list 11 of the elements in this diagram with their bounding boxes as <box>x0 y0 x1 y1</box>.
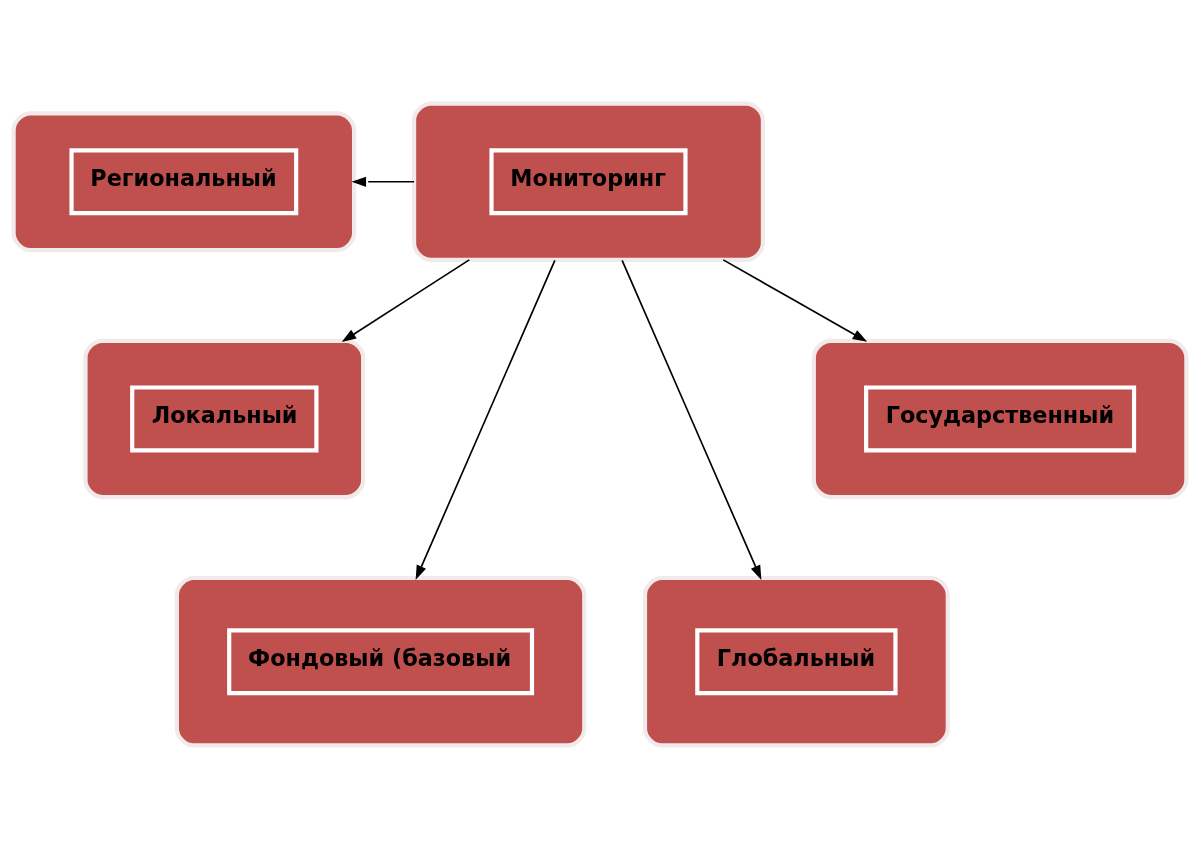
node-box: Глобальный <box>642 575 950 748</box>
arrow <box>621 259 762 580</box>
node-box: Государственный <box>811 338 1189 500</box>
arrow <box>722 259 868 342</box>
arrow <box>415 259 556 580</box>
node-box: Фондовый (базовый <box>174 575 587 748</box>
node-box: Мониторинг <box>412 101 765 262</box>
node-box: Локальный <box>83 338 366 500</box>
arrow <box>341 259 471 342</box>
node-box: Региональный <box>11 111 357 253</box>
arrow <box>351 176 415 187</box>
